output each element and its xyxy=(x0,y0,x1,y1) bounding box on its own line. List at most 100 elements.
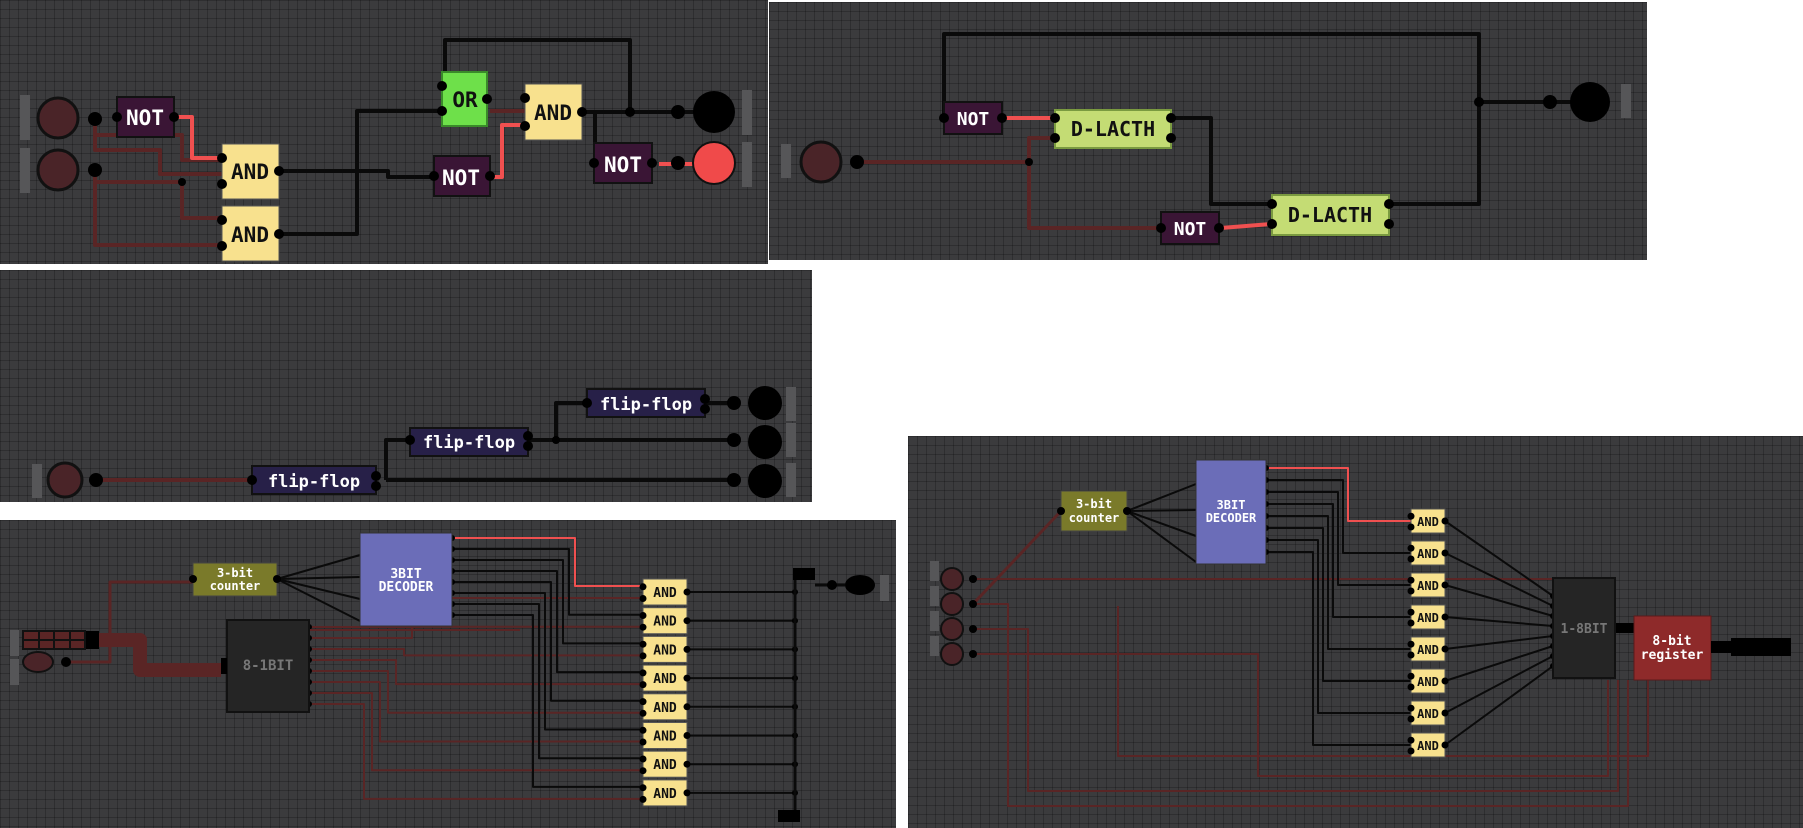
d-latch-1[interactable]: D-LACTH xyxy=(1050,109,1176,149)
junction-dots xyxy=(552,436,560,444)
decoder-out-wire xyxy=(452,559,643,645)
input-switch[interactable] xyxy=(799,140,864,184)
input-switch-2[interactable] xyxy=(940,592,977,616)
and-gate[interactable]: AND xyxy=(639,722,691,749)
io-handles xyxy=(10,575,889,685)
and-out-wire xyxy=(1444,616,1554,627)
not-gate-1[interactable]: NOT xyxy=(939,101,1007,135)
and-gate[interactable]: AND xyxy=(1407,668,1449,694)
gate-label: AND xyxy=(1417,515,1439,529)
input-switch-3[interactable] xyxy=(940,617,977,641)
and-gate-1[interactable]: AND xyxy=(217,143,284,200)
counter-label-2: counter xyxy=(210,579,261,593)
output-lamp-3 xyxy=(727,464,782,498)
and-gate[interactable]: AND xyxy=(1407,604,1449,630)
and-gate[interactable]: AND xyxy=(1407,700,1449,726)
not-gate-2[interactable]: NOT xyxy=(1156,211,1224,245)
decoder-out-wire xyxy=(452,614,643,788)
and-gate[interactable]: AND xyxy=(639,693,691,721)
mux-wire xyxy=(309,692,643,772)
panel-logic-circuit-2: NOT D-LACTH NOT D-LACTH xyxy=(769,2,1647,260)
gate-label: AND xyxy=(231,160,269,184)
and-gate[interactable]: AND xyxy=(639,607,691,635)
output-lamp xyxy=(1543,82,1610,122)
decoder-out-wire xyxy=(452,603,643,760)
mux-wire xyxy=(309,625,643,639)
decoder-out-wire xyxy=(1266,539,1411,714)
circuit-canvas-3: flip-flop flip-flop flip-flop xyxy=(32,386,796,499)
or-gate-1[interactable]: OR xyxy=(437,71,492,127)
gate-label: AND xyxy=(653,586,677,601)
three-bit-counter[interactable]: 3-bit counter xyxy=(189,562,281,597)
flip-flop-1[interactable]: flip-flop xyxy=(247,465,381,495)
decoder-out-wire xyxy=(1266,527,1411,682)
eight-bit-register[interactable]: 8-bit register xyxy=(1633,615,1712,681)
gate-label: NOT xyxy=(1174,219,1207,240)
and-gate-3[interactable]: AND xyxy=(520,83,587,141)
and-gate[interactable]: AND xyxy=(1407,508,1449,534)
decoder-label-2: DECODER xyxy=(379,580,434,595)
mux-wire xyxy=(309,681,643,743)
on-wires xyxy=(1003,116,1272,230)
three-bit-decoder[interactable]: 3BIT DECODER xyxy=(359,532,453,627)
mux-wire xyxy=(309,659,643,686)
gate-label: AND xyxy=(653,672,677,687)
input-switch-2[interactable] xyxy=(36,148,102,192)
gate-label: AND xyxy=(534,101,572,125)
input-switch[interactable] xyxy=(46,461,103,499)
input-switch-1[interactable] xyxy=(36,96,102,140)
mux-8-to-1[interactable]: 8-1BIT xyxy=(221,619,310,713)
not-gate-1[interactable]: NOT xyxy=(112,96,179,138)
gate-label: AND xyxy=(1417,739,1439,753)
circuit-canvas-2: NOT D-LACTH NOT D-LACTH xyxy=(781,32,1631,245)
counter-out-wire xyxy=(1126,509,1197,512)
input-wire xyxy=(973,653,1609,777)
register-label-2: register xyxy=(1641,648,1704,663)
and-gate[interactable]: AND xyxy=(639,779,691,807)
input-switch-4[interactable] xyxy=(940,642,977,666)
and-gate[interactable]: AND xyxy=(639,750,691,778)
junction-dots xyxy=(178,107,635,186)
gate-label: AND xyxy=(653,643,677,658)
decoder-out-wire xyxy=(452,581,643,702)
flip-flop-3[interactable]: flip-flop xyxy=(582,388,710,418)
gate-label: AND xyxy=(1417,643,1439,657)
output-block xyxy=(778,810,800,822)
clock-wire xyxy=(971,509,1063,606)
and-out-wire xyxy=(1444,645,1554,682)
decoder-label-2: DECODER xyxy=(1206,511,1257,525)
decoder-label-1: 3BIT xyxy=(1217,498,1246,512)
byte-input[interactable] xyxy=(22,630,99,650)
counter-label-1: 3-bit xyxy=(217,566,253,580)
register-label-1: 8-bit xyxy=(1652,634,1691,649)
input-switch-1[interactable] xyxy=(940,567,977,591)
gate-label: AND xyxy=(1417,611,1439,625)
input-wire xyxy=(1117,606,1649,757)
and-out-wire xyxy=(1444,665,1554,746)
and-gate[interactable]: AND xyxy=(1407,636,1449,662)
flip-flop-2[interactable]: flip-flop xyxy=(405,427,533,457)
three-bit-counter[interactable]: 3-bit counter xyxy=(1057,490,1131,532)
demux-1-to-8[interactable]: 1-8BIT xyxy=(1552,577,1616,679)
io-handles xyxy=(781,84,1631,178)
and-gate[interactable]: AND xyxy=(639,664,691,692)
panel-logic-circuit-1: NOT AND AND OR NOT AND NOT xyxy=(0,0,768,264)
and-gate-2[interactable]: AND xyxy=(217,205,284,262)
decoder-out-wire xyxy=(452,592,643,731)
and-gate[interactable]: AND xyxy=(639,578,691,606)
and-gate[interactable]: AND xyxy=(1407,572,1449,598)
gate-label: D-LACTH xyxy=(1288,203,1372,227)
not-gate-3[interactable]: NOT xyxy=(589,142,657,184)
input-switch[interactable] xyxy=(22,651,71,673)
io-handles xyxy=(930,561,939,656)
and-gate[interactable]: AND xyxy=(1407,732,1449,758)
d-latch-2[interactable]: D-LACTH xyxy=(1267,194,1394,236)
decoder-out-wire xyxy=(1266,491,1411,586)
not-gate-2[interactable]: NOT xyxy=(429,155,495,197)
three-bit-decoder[interactable]: 3BIT DECODER xyxy=(1195,459,1267,565)
and-gate[interactable]: AND xyxy=(1407,540,1449,566)
mux-wire xyxy=(309,703,643,800)
and-gate[interactable]: AND xyxy=(639,635,691,663)
gate-label: AND xyxy=(653,615,677,630)
